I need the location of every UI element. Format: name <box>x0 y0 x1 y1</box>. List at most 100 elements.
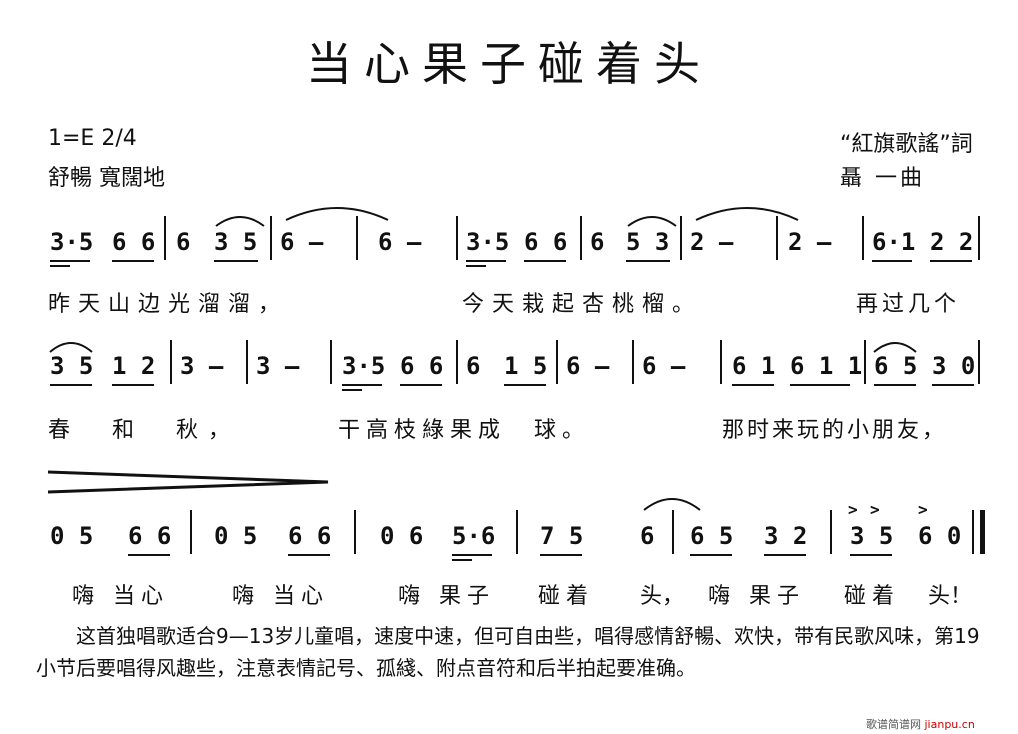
note-group: 5 3 <box>626 228 670 256</box>
beat-underline <box>288 554 330 556</box>
note-group: 6 5 <box>874 352 918 380</box>
beat-underline <box>112 384 154 386</box>
lyric-line: 再过几个 <box>856 292 961 317</box>
note-group: 3 5 <box>214 228 258 256</box>
barline <box>978 216 980 260</box>
watermark-url: jianpu.cn <box>924 718 975 731</box>
accent-mark: > <box>848 500 858 519</box>
beat-underline <box>50 260 90 262</box>
barline <box>270 216 272 260</box>
note-group: 3 5 <box>850 522 894 550</box>
barline <box>456 340 458 384</box>
hairpin-marking <box>47 470 329 494</box>
final-barline-thin <box>972 510 974 554</box>
note-group: 3·5 <box>50 228 94 256</box>
barline <box>164 216 166 260</box>
note-group: 3 — <box>256 352 300 380</box>
beat-underline <box>930 260 972 262</box>
beat-underline <box>540 554 582 556</box>
beat-underline <box>874 384 916 386</box>
beat-underline <box>764 554 806 556</box>
barline <box>456 216 458 260</box>
note-group: 6 6 <box>112 228 156 256</box>
barline <box>864 340 866 384</box>
beat-underline <box>932 384 974 386</box>
barline <box>672 510 674 554</box>
note-group: 1 5 <box>504 352 548 380</box>
final-barline-thick <box>980 510 985 554</box>
beat-underline <box>342 384 382 386</box>
beat-underline <box>850 554 892 556</box>
note-group: 6 <box>466 352 481 380</box>
note-group: 6 — <box>378 228 422 256</box>
note-group: 2 — <box>690 228 734 256</box>
note-group: 6 — <box>566 352 610 380</box>
lyric-line: 昨天山边光溜溜， <box>48 292 289 317</box>
beat-underline <box>50 265 70 267</box>
accent-mark: > <box>870 500 880 519</box>
lyric-line: 嗨 果子 <box>708 584 805 609</box>
note-group: 6 6 <box>524 228 568 256</box>
lyric-line: 干高枝綠果成 球。 <box>338 418 591 443</box>
barline <box>246 340 248 384</box>
note-group: 3 5 <box>50 352 94 380</box>
barline <box>978 340 980 384</box>
barline <box>580 216 582 260</box>
lyric-line: 嗨 果子 <box>398 584 495 609</box>
lyric-line: 头， <box>640 584 685 609</box>
note-group: 6 <box>590 228 605 256</box>
note-group: 6 1 1 <box>790 352 863 380</box>
accent-mark: > <box>918 500 928 519</box>
tie-arc <box>285 207 389 221</box>
barline <box>516 510 518 554</box>
key-signature: 1=E 2/4 <box>48 126 137 151</box>
beat-underline <box>400 384 442 386</box>
barline <box>330 340 332 384</box>
slur-arc <box>873 342 917 353</box>
note-group: 0 6 <box>380 522 424 550</box>
lyric-line: 那时来玩的小朋友， <box>722 418 948 443</box>
beat-underline <box>452 554 492 556</box>
note-group: 6 6 <box>400 352 444 380</box>
note-group: 2 2 <box>930 228 974 256</box>
beat-underline <box>466 265 486 267</box>
lyric-line: 今天栽起杏桃榴。 <box>462 292 703 317</box>
note-group: 0 5 <box>214 522 258 550</box>
note-group: 3·5 <box>342 352 386 380</box>
site-watermark: 歌谱简谱网 jianpu.cn <box>866 716 975 732</box>
watermark-site: 歌谱简谱网 <box>866 718 921 731</box>
note-group: 1 2 <box>112 352 156 380</box>
barline <box>356 216 358 260</box>
beat-underline <box>524 260 566 262</box>
note-group: 6 6 <box>128 522 172 550</box>
note-group: 6 5 <box>690 522 734 550</box>
note-group: 3·5 <box>466 228 510 256</box>
beat-underline <box>732 384 774 386</box>
beat-underline <box>626 260 670 262</box>
note-group: 3 — <box>180 352 224 380</box>
lyric-line: 碰着 <box>844 584 901 609</box>
beat-underline <box>112 260 154 262</box>
beat-underline <box>504 384 546 386</box>
note-group: 6 <box>176 228 191 256</box>
note-group: 5·6 <box>452 522 496 550</box>
barline <box>720 340 722 384</box>
slur-arc <box>215 216 265 227</box>
note-group: 6 6 <box>288 522 332 550</box>
note-group: 6 1 <box>732 352 776 380</box>
note-group: 0 5 <box>50 522 94 550</box>
barline <box>862 216 864 260</box>
note-group: 3 0 <box>932 352 976 380</box>
beat-underline <box>342 389 362 391</box>
note-group: 6 — <box>280 228 324 256</box>
beat-underline <box>214 260 258 262</box>
beat-underline <box>128 554 170 556</box>
barline <box>632 340 634 384</box>
note-group: 7 5 <box>540 522 584 550</box>
note-group: 6·1 <box>872 228 916 256</box>
page-title: 当心果子碰着头 <box>306 37 712 91</box>
barline <box>776 216 778 260</box>
barline <box>190 510 192 554</box>
lyric-line: 嗨 当心 <box>232 584 329 609</box>
beat-underline <box>452 559 472 561</box>
